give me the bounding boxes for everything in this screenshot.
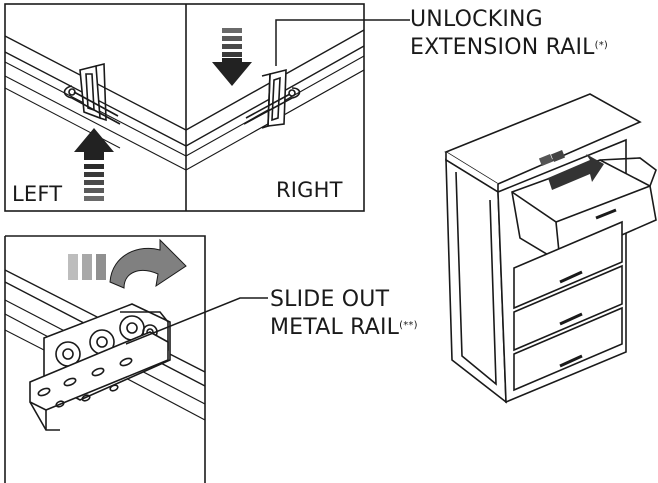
unlocking-label-line2: EXTENSION RAIL(*): [410, 34, 608, 62]
slide-label-text: METAL RAIL: [270, 315, 400, 340]
unlocking-label-text: EXTENSION RAIL: [410, 35, 595, 60]
push-up-arrow-icon: [74, 128, 114, 201]
metal-rail-detail-panel: [4, 235, 268, 483]
slide-callout-line: [125, 297, 268, 345]
push-down-arrow-icon: [212, 28, 252, 86]
drawer-4: [513, 306, 623, 392]
chest-side: [445, 158, 507, 404]
drawer-pull-arrow-icon: [538, 150, 604, 190]
panel-frame: [4, 3, 365, 212]
panel-frame-bottom: [5, 235, 206, 483]
right-latch-bracket: [243, 68, 301, 129]
unlock-callout-line: [275, 19, 410, 66]
chest-of-drawers-illustration: [444, 93, 657, 404]
left-latch-bracket: [63, 62, 121, 125]
unlocking-footnote-mark: (*): [594, 40, 608, 51]
rail-unlock-detail-panel: [4, 3, 410, 212]
drawer-handle: [595, 208, 617, 220]
slide-footnote-mark: (**): [399, 320, 418, 331]
left-label: LEFT: [12, 182, 63, 206]
pull-out-arrow-icon: [68, 238, 187, 289]
slide-label-line2: METAL RAIL(**): [270, 314, 418, 342]
unlocking-label-line1: UNLOCKING: [410, 7, 543, 32]
drawer-3: [513, 264, 623, 352]
drawer-2: [513, 220, 623, 310]
rail-slide-mechanism: [29, 303, 171, 431]
right-label: RIGHT: [276, 178, 343, 202]
slide-label-line1: SLIDE OUT: [270, 287, 390, 312]
